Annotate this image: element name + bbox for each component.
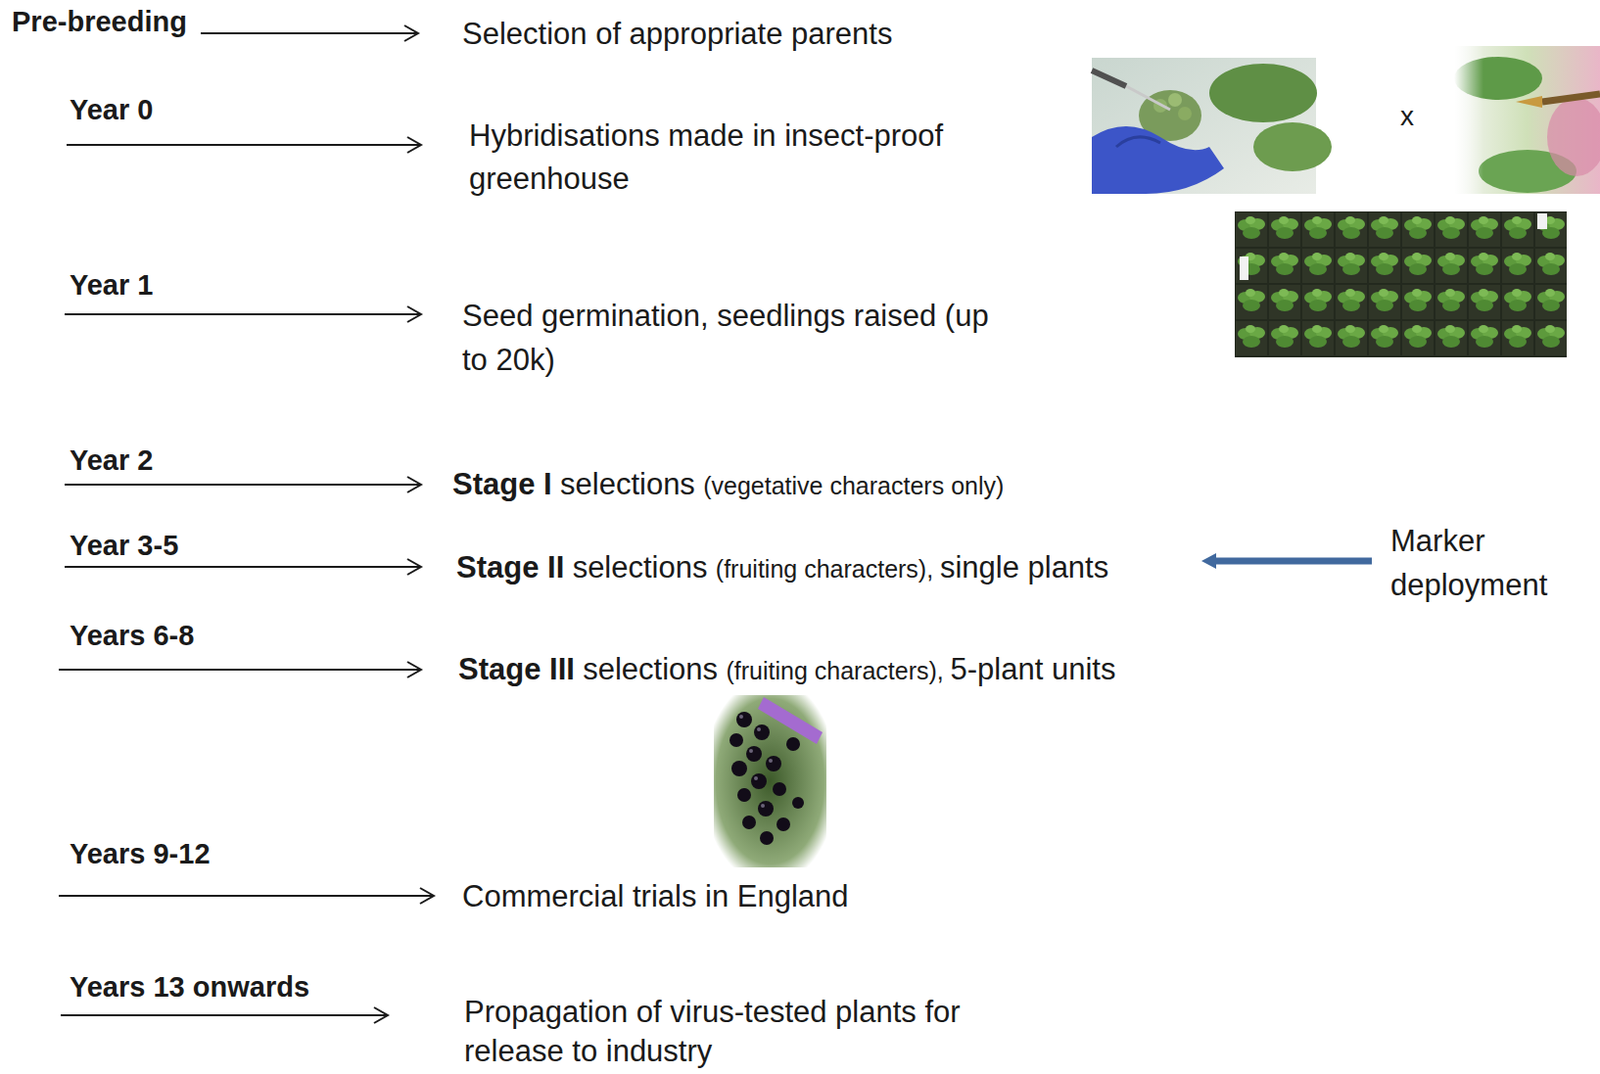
marker-note: Marker deployment	[1390, 518, 1597, 608]
stage-word: 5-plant units	[950, 652, 1117, 687]
pollination-photo	[1091, 57, 1332, 194]
phase-label: Pre-breeding	[11, 4, 188, 40]
activity-text: Propagation of virus-tested plants for r…	[464, 992, 1033, 1072]
stage-word: selections	[582, 652, 718, 687]
stage-text: Stage IIselections(fruiting characters),…	[456, 548, 1109, 592]
seedling-tray-photo	[1234, 211, 1567, 358]
blackcurrant-photo	[713, 695, 827, 868]
year-label: Years 6-8	[69, 618, 194, 654]
year-label: Year 1	[69, 268, 153, 303]
year-label: Year 2	[69, 443, 153, 478]
stage-name: Stage III	[458, 652, 575, 687]
year-label: Years 13 onwards	[69, 970, 310, 1005]
stage-word: selections	[560, 467, 696, 502]
stage-note: (fruiting characters),	[715, 555, 934, 583]
year-label: Year 3-5	[69, 528, 179, 564]
stage-word: selections	[572, 550, 708, 585]
stage-name: Stage II	[456, 550, 565, 585]
activity-text: Selection of appropriate parents	[462, 14, 893, 53]
stage-note: (fruiting characters),	[725, 657, 943, 685]
stage-note: (vegetative characters only)	[703, 471, 1004, 500]
stage-text: Stage Iselections(vegetative characters …	[452, 465, 1004, 509]
stage-word: single plants	[940, 550, 1109, 585]
timeline-arrow	[58, 25, 434, 1024]
marker-arrow	[1201, 553, 1372, 569]
stage-text: Stage IIIselections(fruiting characters)…	[458, 650, 1116, 694]
year-label: Year 0	[69, 93, 153, 128]
stage-name: Stage I	[452, 467, 553, 502]
activity-text: Hybridisations made in insect-proof gree…	[469, 114, 1047, 201]
activity-text: Commercial trials in England	[462, 877, 849, 916]
activity-text: Seed germination, seedlings raised (up t…	[462, 293, 1021, 382]
brush-photo	[1454, 46, 1600, 194]
cross-symbol: x	[1400, 100, 1414, 133]
year-label: Years 9-12	[69, 837, 211, 872]
